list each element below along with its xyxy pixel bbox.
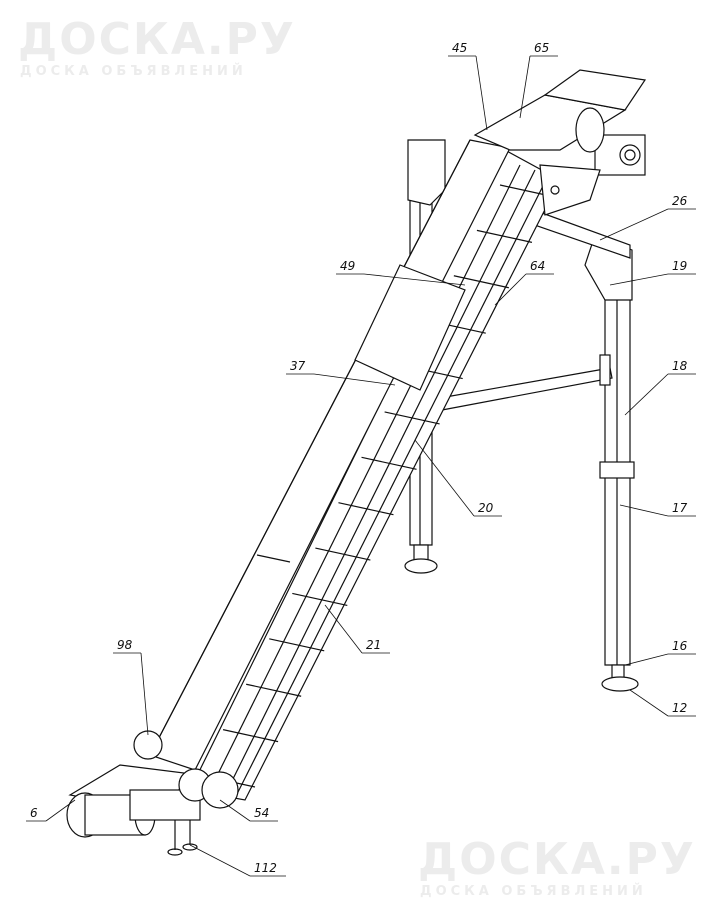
callout-98: 98 [113,638,149,736]
side-guard [354,264,466,391]
crossbar [338,502,394,516]
callout-leader [619,504,669,517]
callout-65: 65 [519,41,558,119]
callout-leader [363,273,466,286]
callout-label: 6 [30,806,38,820]
callout-label: 19 [672,259,687,273]
watermark-top: ДОСКА.РУ [18,14,296,65]
callout-label: 98 [117,638,133,652]
crossbar [222,729,279,743]
callout-label: 18 [672,359,688,373]
callout-64: 64 [494,259,554,306]
callout-leader [189,844,251,877]
head-drive-unit [473,69,647,216]
callout-label: 45 [452,41,467,55]
callout-54: 54 [219,799,278,822]
callout-leader [494,273,527,306]
right-support-leg [584,234,639,692]
crossbar [292,592,348,607]
diagonal-brace [439,367,613,411]
callout-label: 16 [672,639,688,653]
callout-label: 37 [290,359,306,373]
callout-leader [219,799,251,822]
callout-112: 112 [189,844,286,877]
watermark-bottom: ДОСКА.РУ [418,834,696,885]
callout-leader [45,799,76,822]
watermark-top-subtitle: ДОСКА ОБЪЯВЛЕНИЙ [20,64,247,79]
callout-leader [624,653,669,666]
callout-label: 21 [366,638,381,652]
callout-37: 37 [286,359,396,386]
callout-18: 18 [624,359,696,416]
callout-20: 20 [414,439,502,517]
conveyor-belt [149,139,511,771]
callout-49: 49 [336,259,466,286]
callout-21: 21 [324,604,390,654]
crossbar [361,456,417,470]
callout-45: 45 [448,41,488,131]
callout-leader [624,373,669,416]
callout-label: 17 [672,501,688,515]
callout-12: 12 [629,689,696,717]
conveyor-frame [189,149,561,801]
crossbar [269,638,325,652]
crossbar [384,411,440,425]
callout-leader [324,604,363,654]
callout-leader [519,55,531,119]
crossbar [246,683,302,697]
watermark-bottom-subtitle: ДОСКА ОБЪЯВЛЕНИЙ [420,884,647,899]
callout-leader [629,689,669,717]
callout-label: 65 [534,41,549,55]
callout-label: 49 [340,259,355,273]
callout-19: 19 [609,259,696,286]
callout-label: 54 [254,806,269,820]
callout-leader [475,55,488,131]
tail-unit [66,730,239,856]
callout-label: 20 [478,501,494,515]
callout-leader [414,439,475,517]
callout-label: 112 [254,861,277,875]
callout-leader [140,652,149,736]
crossbar [476,229,533,243]
callout-leader [599,208,669,241]
callout-label: 26 [672,194,688,208]
callout-leader [609,273,669,286]
callout-leader [313,373,396,386]
callout-17: 17 [619,501,696,517]
callout-26: 26 [599,194,696,241]
callout-6: 6 [26,799,76,822]
crossbar [315,547,371,561]
crossbar [453,275,509,289]
callout-16: 16 [624,639,696,666]
callout-label: 12 [672,701,687,715]
callout-label: 64 [530,259,545,273]
